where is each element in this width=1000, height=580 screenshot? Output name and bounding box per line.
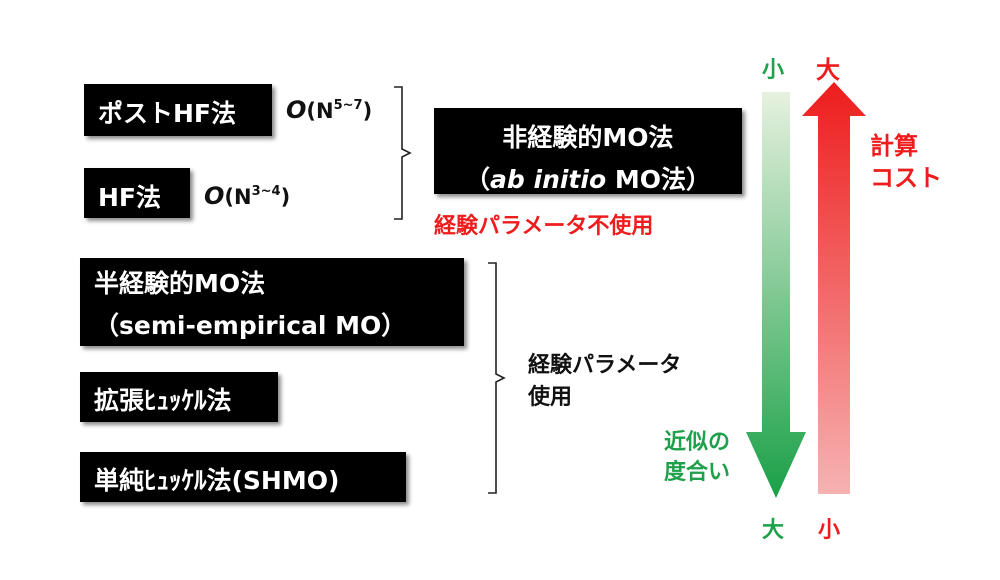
extended-huckel-label: 拡張ﾋｭｯｹﾙ法: [94, 386, 232, 415]
no-empirical-param-note: 経験パラメータ不使用: [434, 214, 654, 239]
cost-large-label: 大: [816, 56, 840, 84]
hf-label: HF法: [98, 183, 162, 212]
post-hf-cost-close: ): [362, 99, 373, 123]
ab-initio-paren-open: （: [465, 165, 491, 194]
hf-cost-exp: 3~4: [251, 184, 281, 199]
semi-empirical-line2: （semi-empirical MO）: [94, 311, 407, 340]
ab-initio-box: 非経験的MO法 （ab initio MO法）: [434, 108, 742, 194]
hf-box: HF法: [84, 168, 190, 218]
ab-initio-brace: [394, 86, 412, 220]
hf-cost: O(N3~4): [204, 182, 290, 210]
approximation-small-label: 小: [762, 58, 785, 83]
approximation-large-label: 大: [762, 518, 785, 543]
empirical-param-note: 経験パラメータ 使用: [528, 350, 681, 414]
computational-cost-line1: 計算: [870, 132, 918, 160]
hf-cost-base: (N: [224, 185, 252, 209]
hf-cost-symbol: O: [204, 182, 225, 210]
empirical-brace: [488, 262, 506, 494]
post-hf-cost-base: (N: [306, 99, 334, 123]
ab-initio-line1: 非経験的MO法: [502, 123, 674, 152]
post-hf-label: ポストHF法: [98, 99, 237, 128]
ab-initio-italic: ab initio: [490, 165, 607, 194]
empirical-param-line1: 経験パラメータ: [528, 353, 682, 378]
hf-cost-close: ): [280, 185, 291, 209]
post-hf-cost-exp: 5~7: [333, 98, 363, 113]
semi-empirical-box: 半経験的MO法 （semi-empirical MO）: [80, 258, 464, 346]
extended-huckel-box: 拡張ﾋｭｯｹﾙ法: [80, 372, 278, 422]
shmo-box: 単純ﾋｭｯｹﾙ法(SHMO): [80, 452, 406, 502]
ab-initio-rest: MO法）: [606, 165, 711, 194]
computational-cost-line2: コスト: [870, 164, 942, 192]
semi-empirical-line1: 半経験的MO法: [94, 269, 266, 298]
approximation-degree-label: 近似の 度合い: [664, 428, 730, 488]
cost-arrow: [802, 82, 866, 494]
shmo-label: 単純ﾋｭｯｹﾙ法(SHMO): [94, 466, 340, 495]
post-hf-box: ポストHF法: [84, 84, 272, 136]
approximation-degree-line2: 度合い: [664, 460, 731, 485]
empirical-param-line2: 使用: [528, 385, 573, 410]
approximation-arrow: [746, 92, 806, 498]
computational-cost-label: 計算 コスト: [870, 130, 942, 194]
post-hf-cost-symbol: O: [286, 96, 307, 124]
post-hf-cost: O(N5~7): [286, 96, 372, 124]
cost-small-label: 小: [818, 518, 841, 543]
approximation-degree-line1: 近似の: [664, 430, 731, 455]
ab-initio-line2: （ab initio MO法）: [434, 160, 742, 196]
